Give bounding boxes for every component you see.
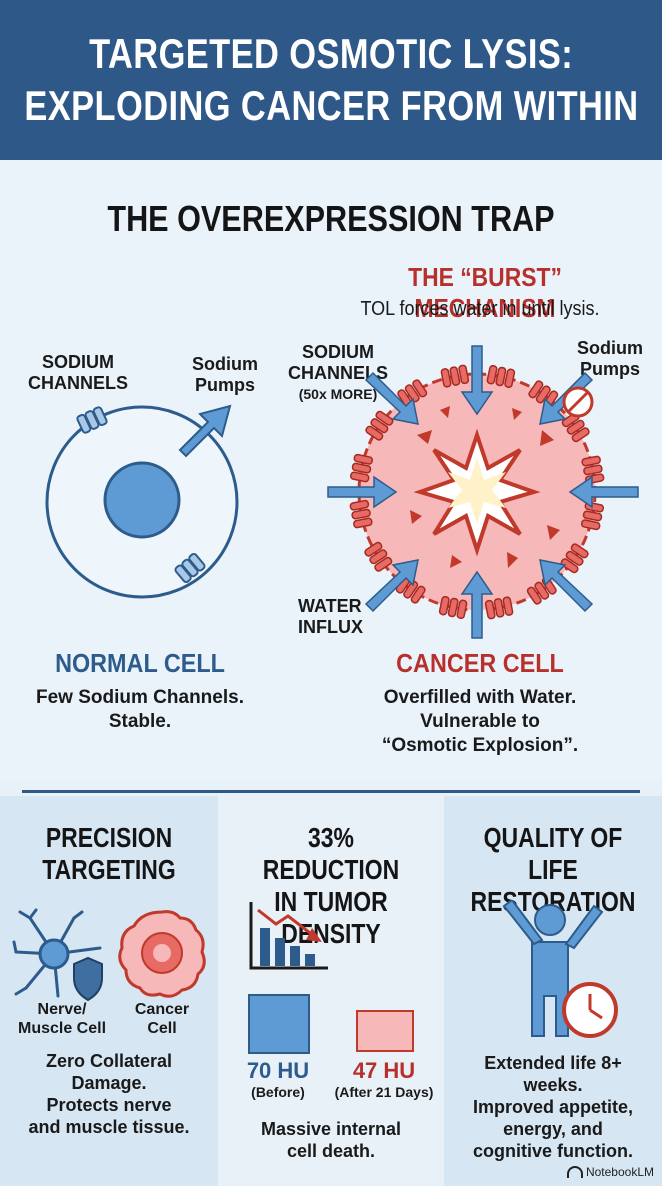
burst-mechanism-title: THE “BURST” MECHANISM — [408, 262, 562, 323]
cancer-cell-title: CANCER CELL — [396, 648, 564, 678]
tumor-density-panel: 33% REDUCTION IN TUMOR DENSITY 70 HU (Be… — [222, 796, 440, 1186]
cancer-cell-description: Overfilled with Water. Vulnerable to “Os… — [381, 687, 579, 756]
page-title-line-1: TARGETED OSMOTIC LYSIS: — [89, 30, 573, 77]
sodium-channel-icon — [365, 410, 394, 441]
normal-cell-nucleus — [103, 461, 181, 539]
trap-heading: THE OVEREXPRESSION TRAP — [107, 198, 555, 239]
sodium-channel-icon — [349, 453, 374, 483]
header-banner: TARGETED OSMOTIC LYSIS: EXPLODING CANCER… — [0, 0, 662, 160]
sodium-channel-icon — [580, 501, 605, 531]
normal-cell-title: NORMAL CELL — [55, 648, 225, 678]
before-density-swatch — [248, 994, 310, 1054]
pump-arrow-icon — [178, 404, 232, 458]
notebooklm-logo-icon — [566, 1166, 583, 1178]
precision-targeting-panel: PRECISION TARGETING Nerve/ Muscle Cell C… — [0, 796, 218, 1186]
after-density-value: 47 HU (After 21 Days) — [334, 1058, 434, 1100]
notebooklm-credit: NotebookLM — [566, 1165, 654, 1179]
water-influx-label: WATER INFLUX — [298, 596, 363, 637]
sodium-channel-icon — [438, 595, 468, 620]
before-density-value: 70 HU (Before) — [246, 1058, 310, 1100]
sodium-channel-icon — [581, 455, 605, 485]
precision-title: PRECISION TARGETING — [42, 822, 176, 885]
normal-sodium-pumps-label: Sodium Pumps — [192, 354, 258, 395]
page-title-line-2: EXPLODING CANCER FROM WITHIN — [23, 82, 639, 129]
sodium-channel-icon — [76, 406, 108, 434]
sodium-channel-icon — [349, 499, 373, 529]
burst-mechanism-subtitle: TOL forces water in until lysis. — [360, 298, 600, 320]
cancer-sodium-channels-label: SODIUM CHANNELS (50x MORE) — [287, 342, 388, 402]
sodium-channel-icon — [174, 552, 206, 584]
after-density-swatch — [356, 1010, 414, 1052]
nerve-cell-icon — [12, 908, 103, 1002]
quality-of-life-panel: QUALITY OF LIFE RESTORATION Extended lif… — [444, 796, 662, 1186]
sodium-channel-icon — [486, 364, 516, 389]
sodium-channel-icon — [440, 364, 470, 388]
sodium-channel-icon — [397, 379, 428, 408]
burst-core — [448, 458, 506, 524]
normal-cell-diagram — [45, 404, 239, 599]
cancer-sodium-channels — [349, 364, 605, 620]
normal-sodium-channels-label: SODIUM CHANNELS — [27, 352, 128, 393]
cell-fragments — [410, 406, 560, 568]
cancer-cell-icon — [118, 910, 206, 998]
cancer-cell-label: Cancer Cell — [134, 1001, 190, 1037]
quality-description: Extended life 8+ weeks. Improved appetit… — [472, 1053, 634, 1161]
cancer-sodium-pumps-label: Sodium Pumps — [577, 338, 643, 379]
nerve-cell-label: Nerve/ Muscle Cell — [17, 1001, 107, 1037]
sodium-channel-icon — [484, 596, 514, 620]
precision-description: Zero Collateral Damage. Protects nerve a… — [28, 1051, 190, 1137]
cancer-cell-diagram — [327, 345, 639, 639]
blocked-pump-icon — [562, 386, 594, 418]
normal-cell-description: Few Sodium Channels. Stable. — [36, 687, 244, 732]
sodium-channel-icon — [364, 541, 393, 572]
sodium-channel-icon — [528, 380, 559, 409]
sodium-channel-icon — [560, 543, 589, 574]
shield-icon — [73, 956, 103, 1002]
reduction-description: Massive internal cell death. — [260, 1119, 402, 1161]
person-with-clock-icon — [502, 900, 618, 1038]
clock-icon — [562, 982, 618, 1038]
reduction-title: 33% REDUCTION IN TUMOR DENSITY — [262, 822, 400, 949]
declining-chart-icon — [249, 902, 328, 970]
section-divider — [22, 790, 640, 793]
